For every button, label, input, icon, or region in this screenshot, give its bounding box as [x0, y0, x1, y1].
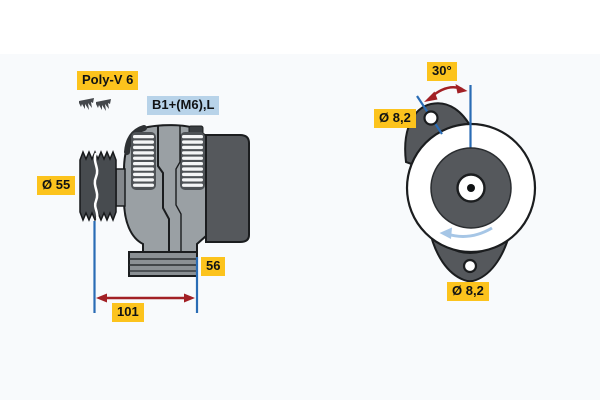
bottom-hole-diameter-label: Ø 8,2: [447, 282, 489, 301]
mount-angle-label: 30°: [427, 62, 457, 81]
cooling-fins-left: [133, 135, 154, 187]
alternator-front-view: [404, 84, 537, 283]
length-dimension-label: 101: [112, 303, 144, 322]
housing-contour-line-2: [175, 125, 182, 252]
shaft-center-dot: [467, 184, 475, 192]
pulley-break-line: [93, 152, 99, 220]
rear-cover: [205, 134, 250, 243]
angle-arc-arrow: [424, 84, 468, 102]
mounting-foot: [128, 251, 198, 277]
alternator-side-view: [79, 98, 250, 313]
pulley: [79, 149, 117, 223]
rotation-arrow: [439, 226, 493, 239]
housing-contour-line: [157, 125, 170, 252]
foot-dimension-label: 56: [201, 257, 226, 276]
belt-type-label: Poly-V 6: [77, 71, 139, 90]
terminal-label: B1+(M6),L: [147, 96, 220, 115]
foot-ribs: [129, 258, 197, 272]
length-dimension-arrow: [96, 293, 195, 303]
top-hole-diameter-label: Ø 8,2: [374, 109, 416, 128]
shaft: [115, 168, 126, 207]
cooling-fins-right: [182, 135, 203, 187]
top-mounting-hole: [423, 110, 439, 126]
belt-profile-icon: [79, 98, 111, 111]
bottom-mounting-hole: [462, 258, 478, 274]
pulley-diameter-label: Ø 55: [37, 176, 76, 195]
